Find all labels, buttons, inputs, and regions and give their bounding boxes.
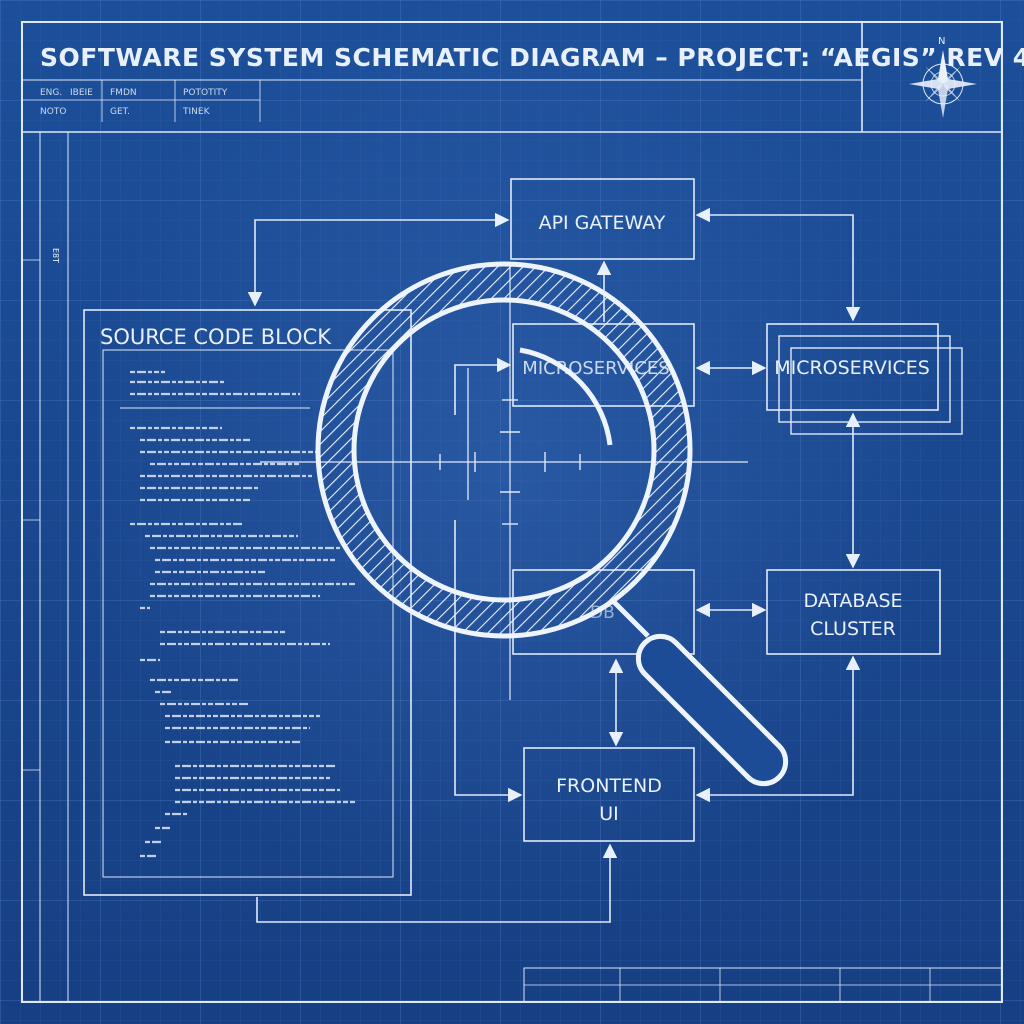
- api-gateway-node[interactable]: API GATEWAY: [510, 178, 695, 260]
- title-block-cell: IBEIE: [70, 88, 93, 98]
- source-code-block: SOURCE CODE BLOCK: [83, 309, 412, 896]
- title-block-cell: FMDN: [110, 88, 137, 98]
- database-cluster-node[interactable]: DATABASE CLUSTER: [766, 569, 941, 655]
- title-block-cell: GET.: [110, 107, 130, 117]
- title-block-cell: POTOTITY: [183, 88, 228, 98]
- side-label: E8T: [51, 248, 60, 263]
- connector-gateway-to-microservices: [695, 207, 861, 322]
- frontend-label-line1: FRONTEND: [556, 775, 662, 797]
- compass-rose-icon: [909, 50, 977, 118]
- database-label-line1: DATABASE: [803, 590, 902, 612]
- source-code-title: SOURCE CODE BLOCK: [100, 325, 332, 349]
- connector-inner-left: [454, 357, 512, 415]
- connector-source-to-gateway: [247, 212, 510, 307]
- compass-north-label: N: [938, 36, 945, 47]
- diagram-title: SOFTWARE SYSTEM SCHEMATIC DIAGRAM – PROJ…: [40, 43, 1024, 72]
- code-lines: [130, 370, 355, 858]
- bottom-title-strip: [523, 967, 1003, 1003]
- crosshair-ticks: [439, 399, 581, 525]
- title-block-cell: TINEK: [182, 107, 211, 117]
- frontend-label-line2: UI: [599, 803, 619, 825]
- api-gateway-label: API GATEWAY: [539, 212, 666, 234]
- title-block-cell: NOTO: [40, 107, 66, 117]
- microservices-node[interactable]: MICROSERVICES: [766, 323, 963, 435]
- database-label-line2: CLUSTER: [810, 618, 896, 640]
- connector-source-bottom-to-frontend: [256, 843, 618, 923]
- microservices-label: MICROSERVICES: [774, 357, 930, 379]
- frontend-ui-node[interactable]: FRONTEND UI: [523, 747, 695, 842]
- drawing-frame: [21, 21, 1003, 1003]
- title-block-cell: ENG.: [40, 88, 62, 98]
- connector-database-to-frontend: [695, 655, 861, 803]
